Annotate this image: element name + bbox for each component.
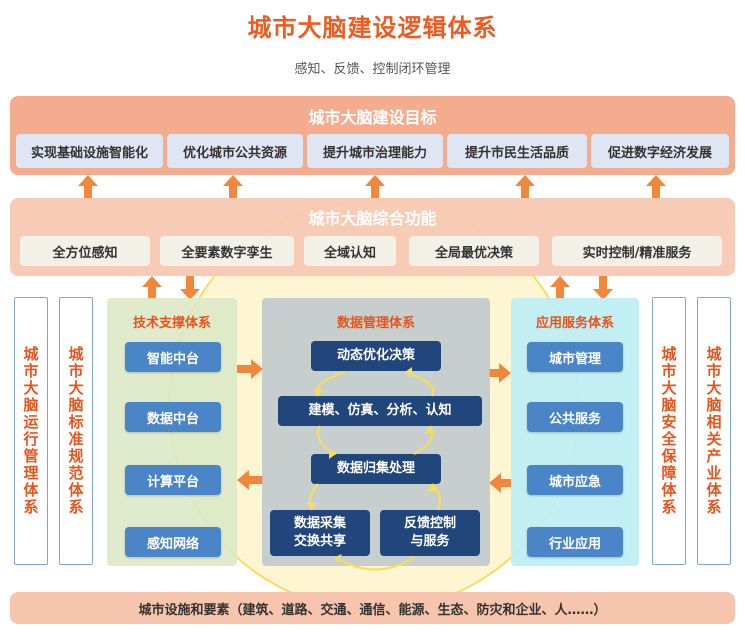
goals-title: 城市大脑建设目标 — [308, 108, 437, 127]
arrow-up-icon — [550, 276, 570, 300]
app-item: 城市管理 — [527, 342, 623, 372]
function-item: 全要素数字孪生 — [160, 236, 294, 266]
data-item: 动态优化决策 — [311, 341, 441, 371]
tech-item: 感知网络 — [125, 527, 221, 557]
arrow-down-icon — [180, 276, 200, 300]
arrow-up-icon — [365, 175, 385, 198]
data-collect-box: 数据采集 交换共享 — [270, 510, 370, 556]
function-item: 实时控制/精准服务 — [552, 236, 722, 266]
data-panel-title: 数据管理体系 — [336, 316, 415, 331]
goal-item: 实现基础设施智能化 — [16, 134, 163, 168]
arrow-down-icon — [593, 276, 613, 300]
page-title: 城市大脑建设逻辑体系 — [247, 14, 498, 42]
app-panel — [511, 298, 639, 566]
side-box-industry: 城市大脑相关产业体系 — [697, 297, 731, 565]
feedback-line2: 与服务 — [410, 534, 450, 549]
app-item: 行业应用 — [527, 527, 623, 557]
tech-item: 计算平台 — [125, 465, 221, 495]
arrow-left-icon — [489, 473, 511, 493]
tech-item: 数据中台 — [125, 402, 221, 432]
arrow-up-icon — [223, 175, 243, 198]
foundation-band — [10, 592, 735, 624]
tech-item: 智能中台 — [125, 342, 221, 372]
feedback-line1: 反馈控制 — [403, 516, 456, 531]
app-item: 公共服务 — [527, 402, 623, 432]
arrow-up-icon — [78, 175, 98, 198]
data-collect-line1: 数据采集 — [293, 516, 346, 531]
function-item: 全域认知 — [304, 236, 396, 266]
arrow-up-icon — [515, 175, 535, 198]
side-box-operation: 城市大脑运行管理体系 — [14, 297, 48, 565]
arrow-up-icon — [142, 276, 162, 300]
arrow-up-icon — [646, 175, 666, 198]
app-item: 城市应急 — [527, 465, 623, 495]
data-item: 建模、仿真、分析、认知 — [278, 396, 482, 426]
data-collect-line2: 交换共享 — [293, 534, 346, 549]
goal-item: 提升城市治理能力 — [307, 134, 443, 168]
functions-title: 城市大脑综合功能 — [308, 209, 437, 228]
data-item: 数据归集处理 — [311, 454, 441, 484]
function-item: 全局最优决策 — [409, 236, 539, 266]
arrow-right-icon — [237, 359, 263, 379]
foundation-text: 城市设施和要素（建筑、道路、交通、通信、能源、生态、防灾和企业、人……） — [138, 603, 607, 618]
side-box-standards: 城市大脑标准规范体系 — [59, 297, 93, 565]
goal-item: 促进数字经济发展 — [591, 134, 729, 168]
arrow-left-icon — [237, 470, 263, 490]
page-subtitle: 感知、反馈、控制闭环管理 — [294, 62, 451, 77]
arrow-right-icon — [489, 363, 511, 383]
tech-panel-title: 技术支撑体系 — [132, 316, 211, 331]
goal-item: 优化城市公共资源 — [167, 134, 303, 168]
goal-item: 提升市民生活品质 — [447, 134, 587, 168]
app-panel-title: 应用服务体系 — [535, 316, 614, 331]
side-box-security: 城市大脑安全保障体系 — [652, 297, 686, 565]
feedback-control-box: 反馈控制 与服务 — [380, 510, 480, 556]
function-item: 全方位感知 — [20, 236, 150, 266]
